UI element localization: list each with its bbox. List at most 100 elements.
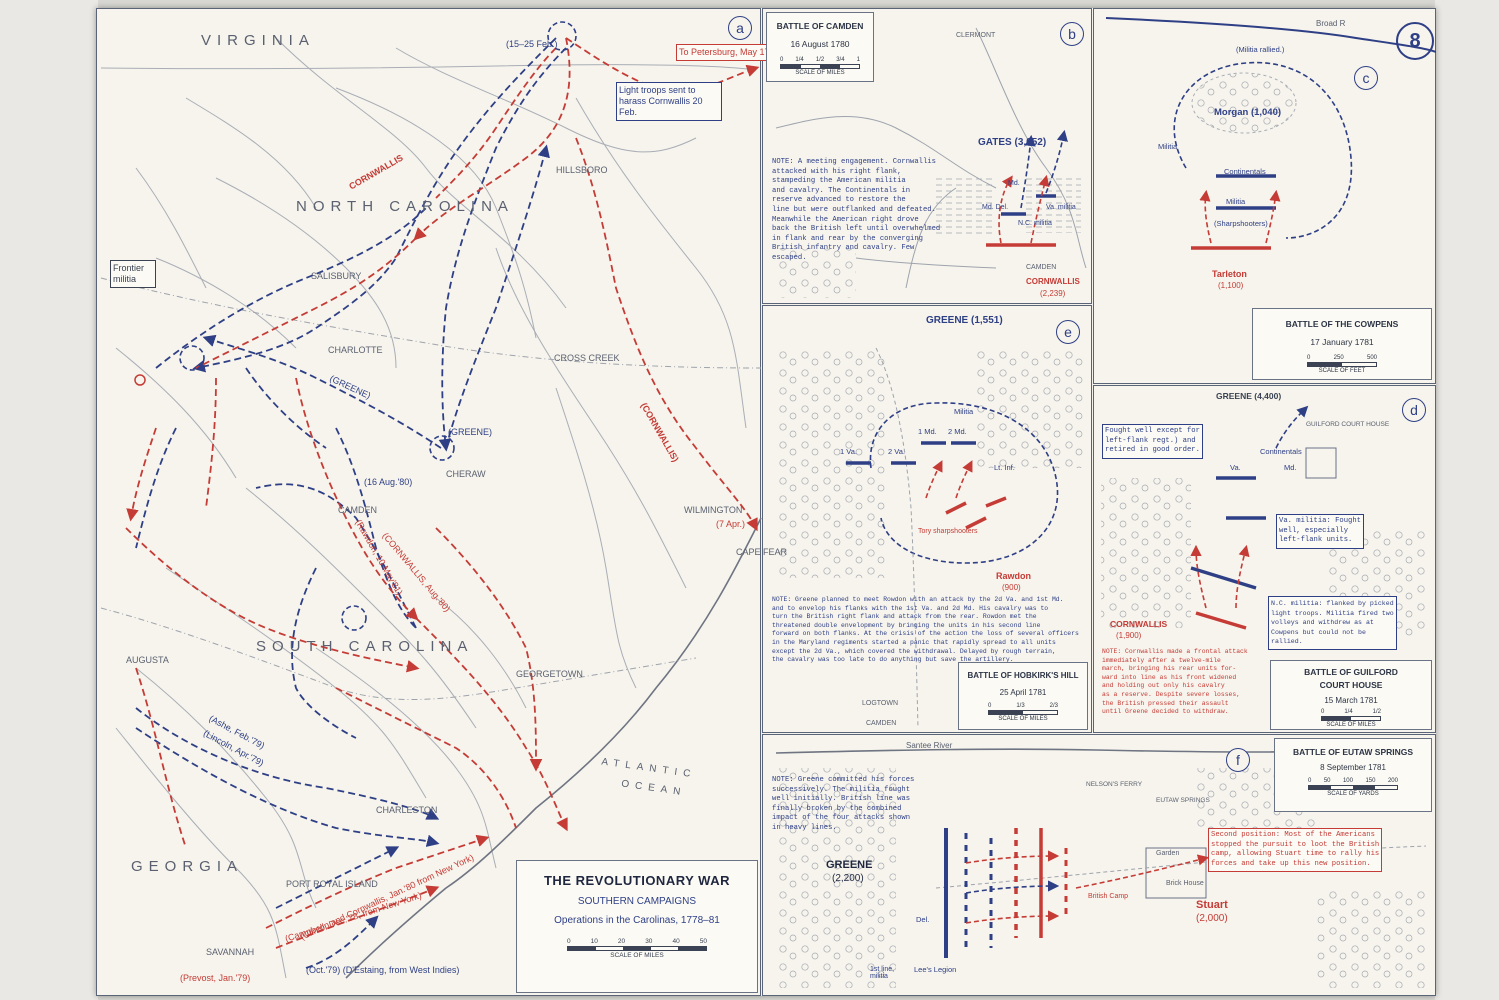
main-subtitle: SOUTHERN CAMPAIGNS [577, 896, 697, 907]
cowpens-units [1191, 174, 1281, 250]
camden-unit-md: Md. [1008, 180, 1020, 187]
place-georgetown: GEORGETOWN [516, 669, 583, 679]
camden-place-camden: CAMDEN [1026, 264, 1057, 271]
place-cape-fear: CAPE FEAR [736, 547, 788, 557]
place-wilmington: WILMINGTON [684, 505, 743, 515]
cowpens-river: Broad R [1316, 19, 1346, 28]
eutaw-place-springs: EUTAW SPRINGS [1156, 797, 1210, 804]
guilford-unit-md: Md. [1284, 463, 1297, 472]
cowpens-british-strength: (1,100) [1218, 281, 1244, 290]
plate-number: 8 [1396, 22, 1434, 60]
cowpens-militia-rallied: (Militia rallied.) [1236, 45, 1285, 54]
label-huger: (GREENE) [448, 427, 493, 437]
camden-unit-vamil: Va. militia [1046, 204, 1076, 211]
hobkirk-date: 25 April 1781 [999, 688, 1047, 697]
place-augusta: AUGUSTA [126, 655, 169, 665]
label-boyds-date: (15–25 Feb.) [506, 39, 558, 49]
guilford-title-2: COURT HOUSE [1319, 680, 1383, 690]
label-gates: (16 Aug.'80) [364, 477, 413, 487]
guilford-title-block: BATTLE OF GUILFORD COURT HOUSE 15 March … [1270, 660, 1432, 730]
region-georgia: GEORGIA [131, 858, 244, 875]
cowpens-unit-militia-2: Militia [1226, 197, 1246, 206]
place-camden: CAMDEN [338, 505, 378, 515]
camden-british-label: CORNWALLIS [1026, 277, 1080, 286]
guilford-place: GUILFORD COURT HOUSE [1306, 421, 1390, 428]
hobkirk-unit-tory: Tory sharpshooters [918, 528, 978, 535]
hobkirk-title-block: BATTLE OF HOBKIRK'S HILL 25 April 1781 0… [958, 662, 1088, 730]
camden-units [986, 129, 1068, 247]
region-virginia: VIRGINIA [201, 32, 315, 49]
main-scale-label: SCALE OF MILES [610, 952, 664, 959]
eutaw-place-garden: Garden [1156, 850, 1180, 857]
eutaw-unit-lees-legion: Lee's Legion [914, 965, 957, 974]
cowpens-unit-continentals: Continentals [1224, 167, 1266, 176]
guilford-american-label: GREENE (4,400) [1216, 391, 1282, 401]
region-north-carolina: NORTH CAROLINA [296, 198, 514, 215]
eutaw-title-block: BATTLE OF EUTAW SPRINGS 8 September 1781… [1274, 738, 1432, 812]
panel-e-marker: e [1056, 320, 1080, 344]
camden-british-strength: (2,239) [1040, 289, 1066, 298]
panel-a-marker: a [728, 16, 752, 40]
hobkirk-title: BATTLE OF HOBKIRK'S HILL [967, 671, 1079, 680]
camden-american-label: GATES (3,052) [978, 137, 1047, 148]
eutaw-place-river: Santee River [906, 741, 953, 750]
hobkirk-british-strength: (900) [1002, 583, 1021, 592]
eutaw-british-strength: (2,000) [1196, 913, 1228, 924]
camden-unit-mddel: Md. Del. [982, 204, 1009, 211]
coastline [345, 517, 762, 979]
label-wilmington-date: (7 Apr.) [716, 519, 746, 529]
hobkirk-unit-militia: Militia [954, 407, 974, 416]
background-poster-right [1435, 0, 1499, 1000]
hobkirk-units [846, 441, 1007, 530]
hobkirk-unit-1va: 1 Va. [840, 447, 857, 456]
panel-c-marker: c [1354, 66, 1378, 90]
eutaw-american-strength: (2,200) [832, 873, 864, 884]
eutaw-american-label: GREENE [826, 859, 873, 871]
place-charleston: CHARLESTON [376, 805, 438, 815]
guilford-british-strength: (1,900) [1116, 631, 1142, 640]
state-border [100, 607, 697, 701]
eutaw-title: BATTLE OF EUTAW SPRINGS [1292, 747, 1414, 757]
hobkirk-note: NOTE: Greene planned to meet Rowdon with… [772, 596, 1079, 664]
panel-f-marker: f [1226, 748, 1250, 772]
place-beaufort: PORT ROYAL ISLAND [286, 879, 378, 889]
main-caption: Operations in the Carolinas, 1778–81 [554, 915, 720, 926]
hobkirk-place-camden: CAMDEN [866, 720, 897, 727]
camden-title: BATTLE OF CAMDEN [776, 21, 864, 31]
place-savannah: SAVANNAH [206, 947, 255, 957]
hobkirk-place-logtown: LOGTOWN [862, 700, 899, 707]
hobkirk-unit-2md: 2 Md. [948, 427, 967, 436]
panel-d-marker: d [1402, 398, 1426, 422]
guilford-units [1190, 405, 1309, 630]
guilford-british-label: CORNWALLIS [1110, 619, 1168, 629]
camden-place-clermont: CLERMONT [956, 32, 996, 39]
place-salisbury: SALISBURY [311, 271, 362, 281]
hobkirk-unit-1md: 1 Md. [918, 427, 937, 436]
map-artwork [100, 17, 1436, 988]
guilford-title-1: BATTLE OF GUILFORD [1304, 667, 1398, 677]
background-poster-left [0, 0, 98, 1000]
cowpens-american-label: Morgan (1,040) [1214, 107, 1282, 118]
eutaw-date: 8 September 1781 [1320, 763, 1386, 772]
eutaw-unit-del: Del. [916, 915, 930, 924]
cowpens-title: BATTLE OF THE COWPENS [1285, 319, 1399, 329]
main-title-block: THE REVOLUTIONARY WAR SOUTHERN CAMPAIGNS… [516, 860, 758, 993]
hobkirk-unit-2va: 2 Va. [888, 447, 905, 456]
guilford-date: 15 March 1781 [1324, 696, 1378, 705]
region-south-carolina: SOUTH CAROLINA [256, 638, 474, 655]
label-light-troops: Light troops sent to harass Cornwallis 2… [616, 82, 722, 121]
label-destaing: (Oct.'79) (D'Estaing, from West Indies) [306, 965, 460, 975]
camden-date: 16 August 1780 [790, 39, 850, 49]
cowpens-withdrawal [1173, 61, 1353, 239]
hobkirk-envelopment [869, 402, 1059, 564]
eutaw-place-ferry: NELSON'S FERRY [1086, 781, 1143, 788]
panel-b-marker: b [1060, 22, 1084, 46]
place-charlotte: CHARLOTTE [328, 345, 383, 355]
